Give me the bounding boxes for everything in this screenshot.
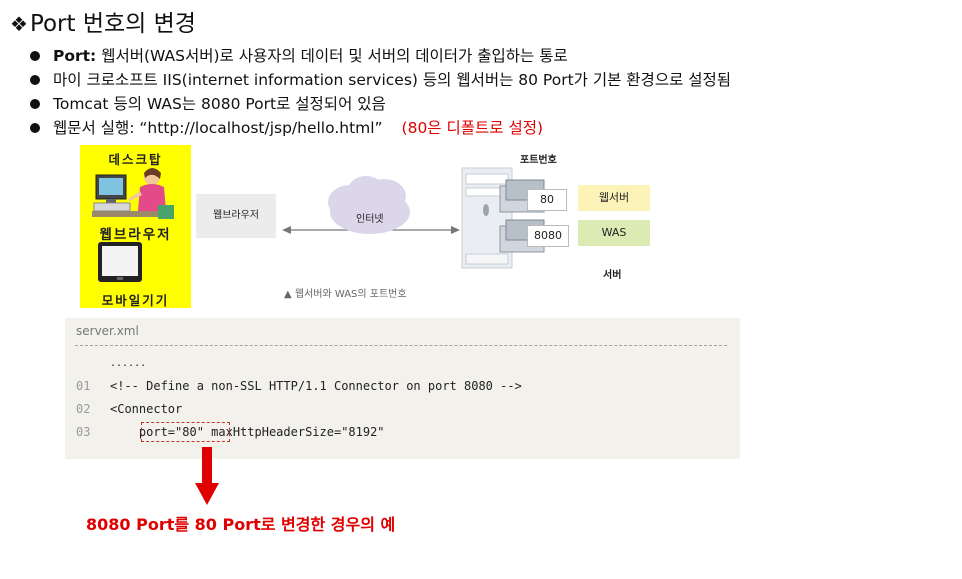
bullet-text: Tomcat 등의 WAS는 8080 Port로 설정되어 있음 <box>53 95 386 113</box>
client-devices-panel: 데스크탑 웹브라우저 모바일기기 <box>80 145 191 308</box>
port-80-box: 80 <box>527 189 567 211</box>
bullet-port-definition: Port: 웹서버(WAS서버)로 사용자의 데이터 및 서버의 데이터가 출입… <box>30 44 731 68</box>
code-filename: server.xml <box>76 324 139 338</box>
code-panel: server.xml ...... 01<!-- Define a non-SS… <box>65 318 740 459</box>
internet-cloud-icon <box>328 176 410 234</box>
title-text: Port 번호의 변경 <box>29 11 196 37</box>
port-number-label: 포트번호 <box>520 155 557 166</box>
diagram-caption: ▲ 웹서버와 WAS의 포트번호 <box>284 289 407 300</box>
was-box: WAS <box>578 220 650 246</box>
result-caption: 8080 Port를 80 Port로 변경한 경우의 예 <box>86 515 396 534</box>
connection-arrows <box>282 176 460 234</box>
bullet-bold-term: Port: <box>53 47 97 65</box>
server-label: 서버 <box>603 270 622 281</box>
internet-label: 인터넷 <box>356 214 384 225</box>
bullet-dot-icon <box>30 123 40 133</box>
bullet-dot-icon <box>30 75 40 85</box>
bullet-list: Port: 웹서버(WAS서버)로 사용자의 데이터 및 서버의 데이터가 출입… <box>30 44 731 140</box>
port-highlight-box <box>141 422 230 442</box>
port-8080-box: 8080 <box>527 225 569 247</box>
desktop-user-icon <box>92 168 174 219</box>
diamond-bullet-icon: ❖ <box>10 12 28 36</box>
bullet-url: “http://localhost/jsp/hello.html” <box>139 119 383 137</box>
page-title: ❖Port 번호의 변경 <box>10 4 196 38</box>
bullet-web-document: 웹문서 실행: “http://localhost/jsp/hello.html… <box>30 116 731 140</box>
server-tower-icon <box>461 167 545 269</box>
mobile-device-icon <box>98 242 142 282</box>
bullet-dot-icon <box>30 51 40 61</box>
code-ellipsis: ...... <box>110 358 147 369</box>
bullet-text: 마이 크로소프트 IIS(internet information servic… <box>53 71 732 89</box>
bullet-dot-icon <box>30 99 40 109</box>
mobile-label: 모바일기기 <box>101 293 170 308</box>
code-line: 01<!-- Define a non-SSL HTTP/1.1 Connect… <box>76 379 522 393</box>
bullet-text: 웹서버(WAS서버)로 사용자의 데이터 및 서버의 데이터가 출입하는 통로 <box>96 47 568 65</box>
bullet-iis: 마이 크로소프트 IIS(internet information servic… <box>30 68 731 92</box>
code-line: 02<Connector <box>76 402 183 416</box>
browser-label-yellow: 웹브라우저 <box>99 227 172 243</box>
bullet-tomcat: Tomcat 등의 WAS는 8080 Port로 설정되어 있음 <box>30 92 731 116</box>
desktop-label: 데스크탑 <box>108 152 163 167</box>
bullet-label: 웹문서 실행: <box>53 119 140 137</box>
code-line: 03 port="80" maxHttpHeaderSize="8192" <box>76 425 385 439</box>
web-browser-box: 웹브라우저 <box>196 194 276 238</box>
down-arrow-icon <box>195 447 219 505</box>
bullet-note: (80은 디폴트로 설정) <box>401 119 544 137</box>
web-server-box: 웹서버 <box>578 185 650 211</box>
code-divider <box>75 345 727 346</box>
